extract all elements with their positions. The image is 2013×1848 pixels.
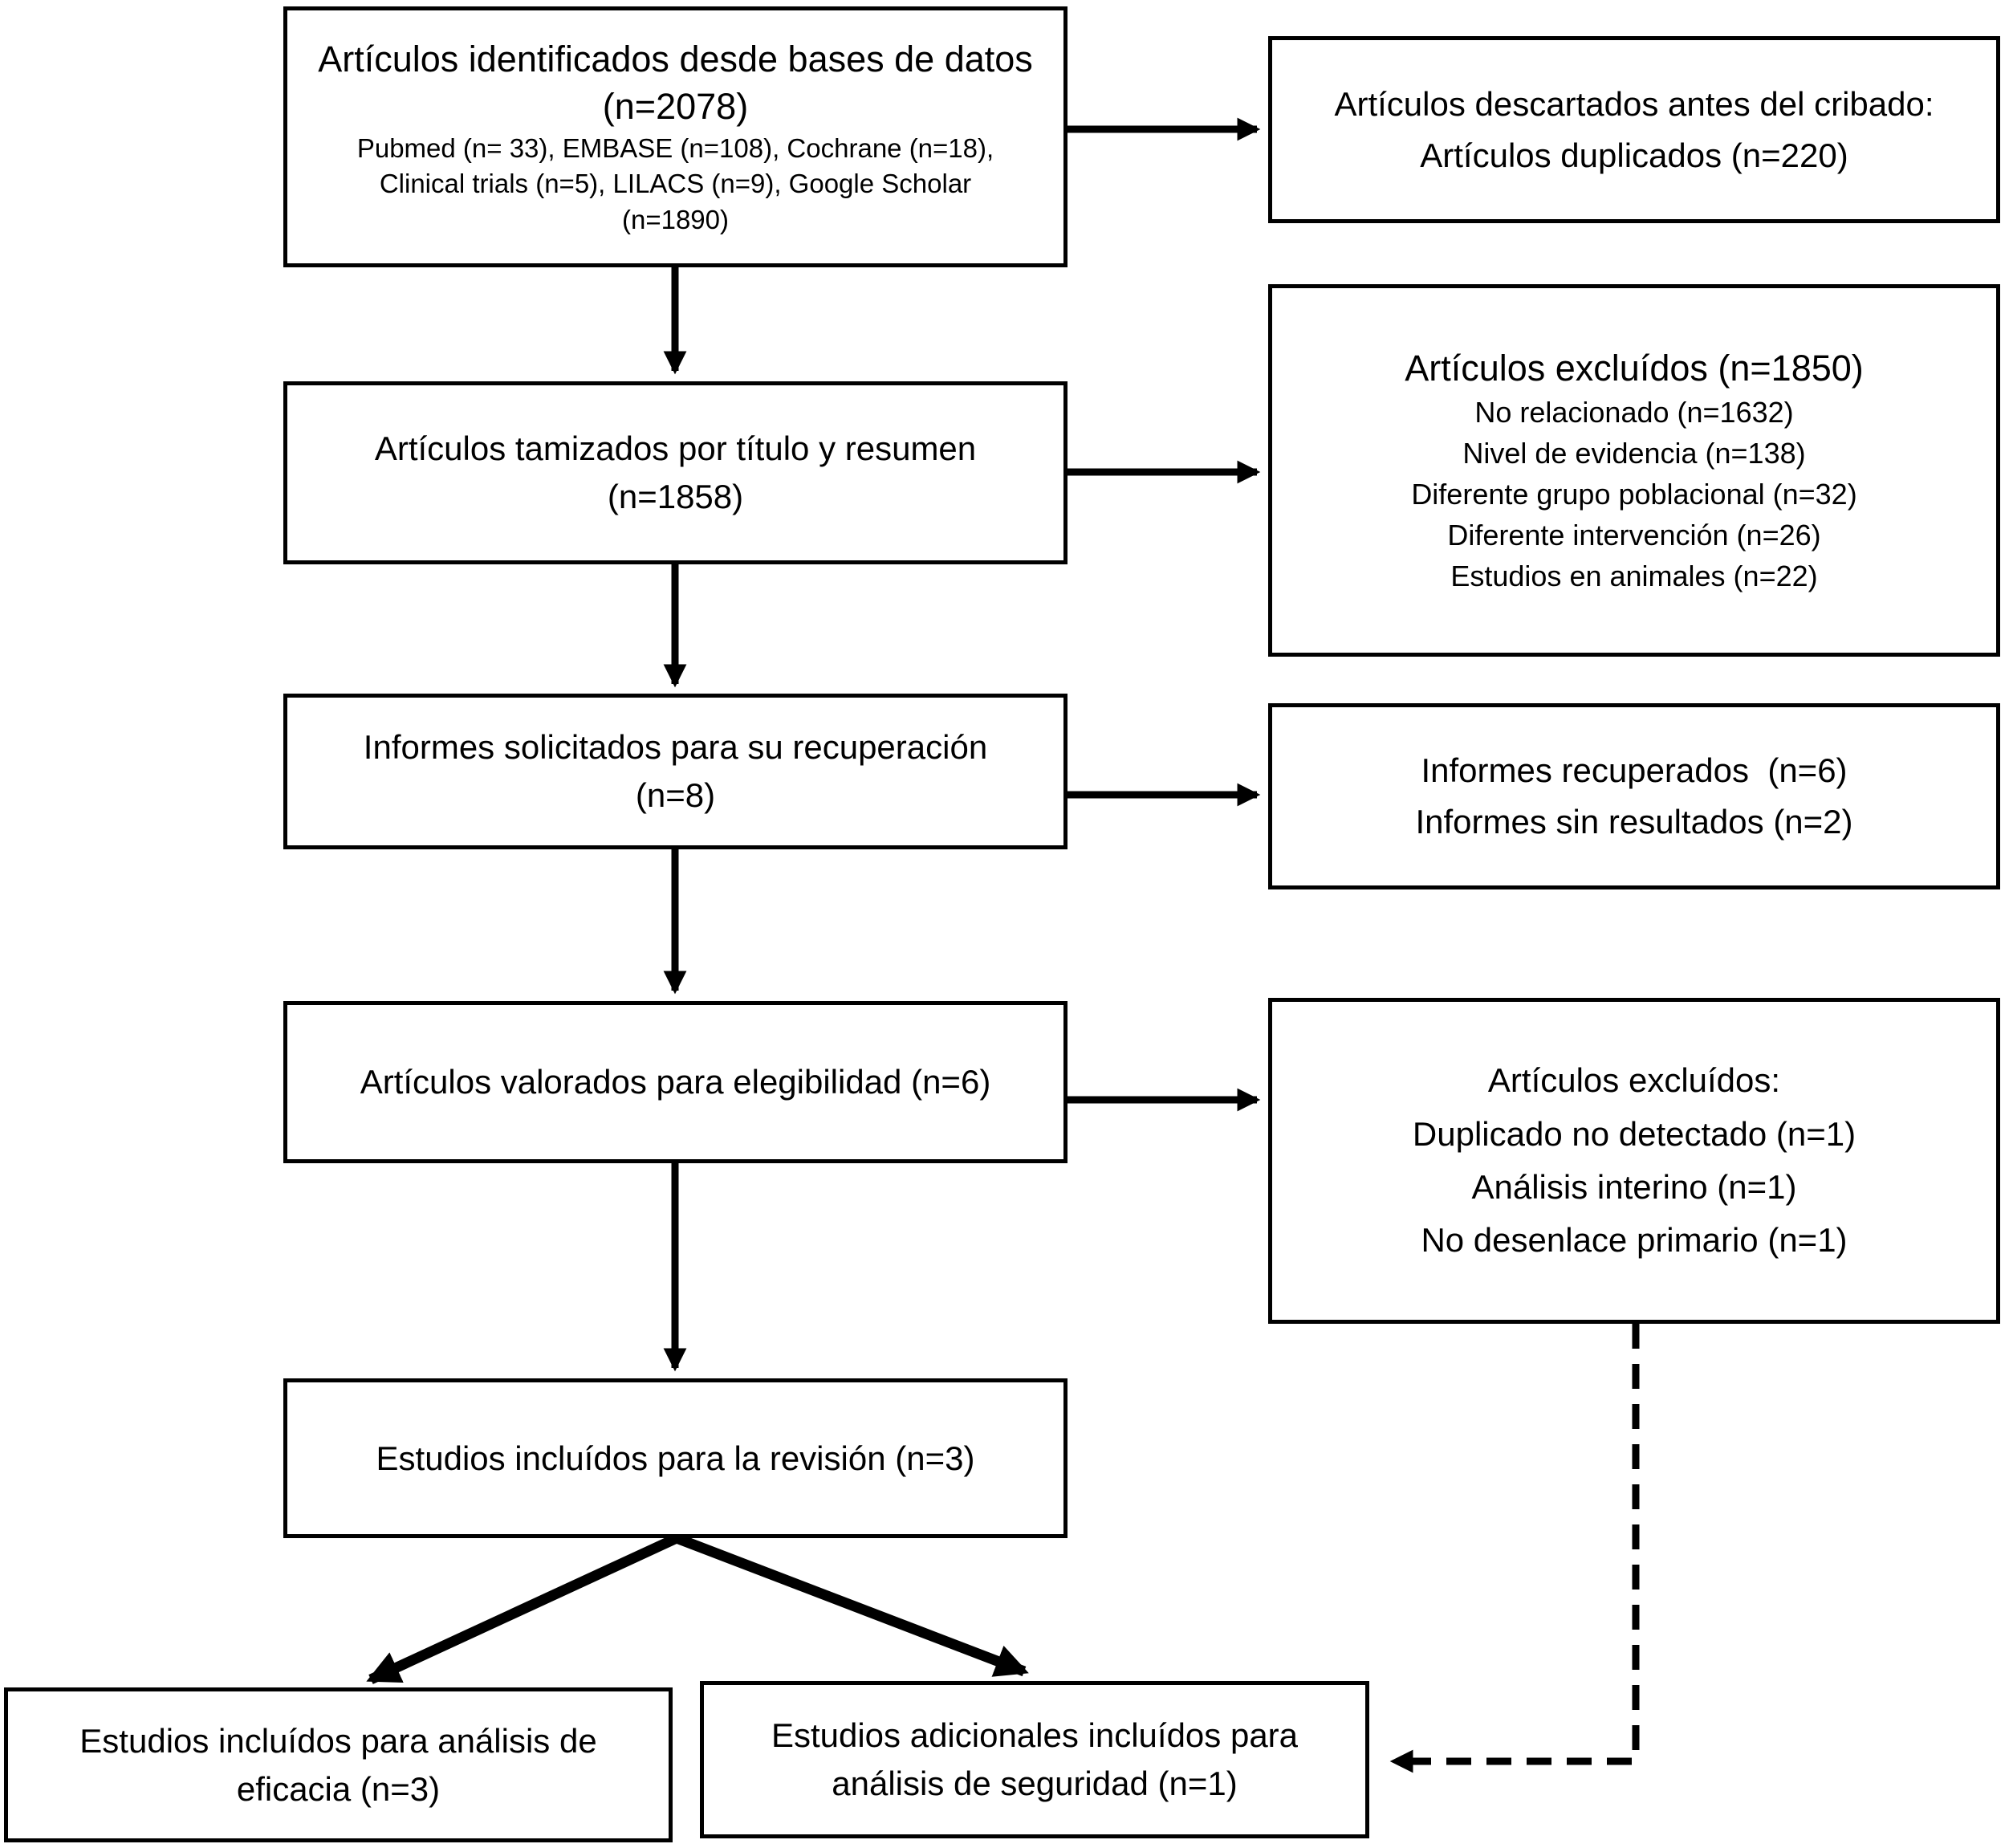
screened-line: Artículos tamizados por título y resumen — [374, 429, 977, 468]
excluded-eligibility-title: Artículos excluídos: — [1487, 1061, 1781, 1100]
box-articles-identified: Artículos identificados desde bases de d… — [283, 6, 1068, 267]
reports-retrieved-line: Informes sin resultados (n=2) — [1415, 803, 1853, 841]
identified-count: (n=2078) — [602, 86, 749, 128]
box-articles-discarded-before-screening: Artículos descartados antes del cribado:… — [1268, 36, 2000, 223]
excluded-screening-reason: Diferente intervención (n=26) — [1447, 519, 1821, 552]
reports-sought-line: (n=8) — [635, 776, 716, 814]
arrow-included-to-efficacy — [366, 1533, 679, 1684]
reports-sought-line: Informes solicitados para su recuperació… — [363, 728, 988, 767]
box-studies-included-review: Estudios incluídos para la revisión (n=3… — [283, 1378, 1068, 1538]
safety-line: Estudios adicionales incluídos para — [771, 1716, 1299, 1755]
discarded-line: Artículos descartados antes del cribado: — [1334, 84, 1934, 123]
discarded-line: Artículos duplicados (n=220) — [1420, 136, 1848, 174]
identified-detail-line: Clinical trials (n=5), LILACS (n=9), Goo… — [379, 169, 972, 199]
assessed-line: Artículos valorados para elegibilidad (n… — [360, 1063, 991, 1101]
arrow-included-to-safety — [674, 1533, 1029, 1677]
dashed-arrow-excluded-to-safety — [1389, 1324, 1640, 1773]
excluded-eligibility-reason: Análisis interino (n=1) — [1471, 1168, 1797, 1206]
box-reports-retrieved: Informes recuperados (n=6) Informes sin … — [1268, 703, 2000, 889]
box-articles-excluded-eligibility: Artículos excluídos: Duplicado no detect… — [1268, 998, 2000, 1324]
excluded-eligibility-reason: Duplicado no detectado (n=1) — [1412, 1114, 1856, 1153]
excluded-screening-reason: Nivel de evidencia (n=138) — [1462, 437, 1806, 470]
efficacy-line: Estudios incluídos para análisis de — [79, 1721, 597, 1760]
box-studies-efficacy-analysis: Estudios incluídos para análisis de efic… — [4, 1687, 673, 1842]
excluded-screening-reason: No relacionado (n=1632) — [1474, 395, 1794, 429]
identified-detail-line: Pubmed (n= 33), EMBASE (n=108), Cochrane… — [356, 132, 994, 163]
identified-title: Artículos identificados desde bases de d… — [318, 38, 1033, 79]
box-studies-safety-analysis: Estudios adicionales incluídos para anál… — [700, 1681, 1369, 1838]
excluded-screening-reason: Estudios en animales (n=22) — [1450, 560, 1818, 593]
identified-detail-line: (n=1890) — [621, 205, 729, 235]
included-review-line: Estudios incluídos para la revisión (n=3… — [376, 1439, 975, 1477]
efficacy-line: eficacia (n=3) — [236, 1769, 441, 1808]
box-reports-sought: Informes solicitados para su recuperació… — [283, 694, 1068, 849]
excluded-eligibility-reason: No desenlace primario (n=1) — [1421, 1221, 1848, 1260]
box-articles-excluded-screening: Artículos excluídos (n=1850) No relacion… — [1268, 284, 2000, 657]
safety-line: análisis de seguridad (n=1) — [832, 1765, 1238, 1802]
reports-retrieved-line: Informes recuperados (n=6) — [1421, 751, 1848, 790]
excluded-screening-reason: Diferente grupo poblacional (n=32) — [1411, 478, 1857, 511]
box-articles-screened: Artículos tamizados por título y resumen… — [283, 381, 1068, 564]
box-articles-assessed-eligibility: Artículos valorados para elegibilidad (n… — [283, 1001, 1068, 1163]
excluded-screening-title: Artículos excluídos (n=1850) — [1405, 347, 1864, 389]
screened-line: (n=1858) — [607, 478, 744, 515]
